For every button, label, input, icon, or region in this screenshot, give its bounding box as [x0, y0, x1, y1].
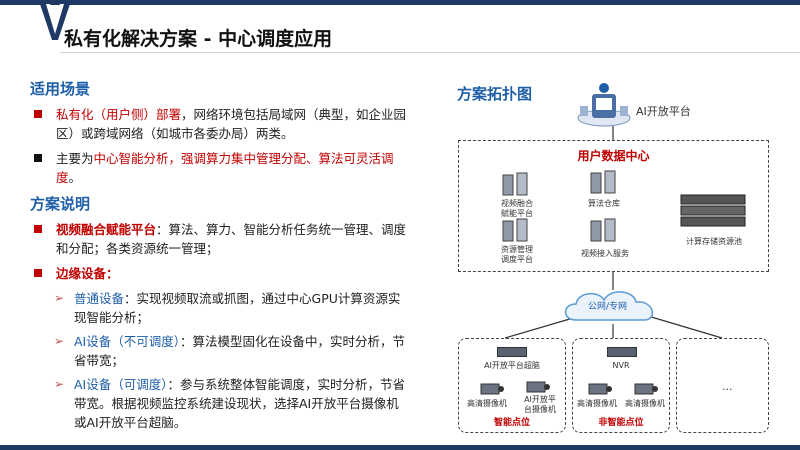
body-text: ：算法模型固化在设备中，实时分析，节省带宽；: [74, 334, 406, 368]
device-label: NVR: [612, 361, 630, 370]
data-center-title: 用户数据中心: [577, 149, 650, 163]
edge-box-other: [676, 338, 769, 433]
device-label: 高清摄像机: [625, 399, 665, 408]
server-label: 算法仓库: [588, 199, 620, 208]
arrow-bullet-icon: ➢: [54, 334, 65, 348]
device-label: 高清摄像机: [577, 399, 617, 408]
cloud-icon: [564, 291, 654, 321]
highlight-text: 视频融合赋能平台: [56, 222, 157, 237]
highlight-text: 中心智能分析，强调算力集中管理分配、算法可灵活调度: [56, 151, 394, 185]
bullet-square-icon: [34, 269, 42, 277]
body-text: 主要为: [56, 151, 94, 166]
arrow-bullet-icon: ➢: [54, 377, 65, 391]
edge-sub-item-3: ➢ AI设备（可调度）：参与系统整体智能调度，实时分析，节省带宽。根据视频监控系…: [30, 375, 410, 432]
bottom-bar: [0, 445, 800, 450]
camera-icon: [634, 383, 658, 395]
scenario-bullet-1: 私有化（用户侧）部署，网络环境包括局域网（典型，如企业园区）或跨域网络（如城市各…: [30, 105, 410, 143]
nvr-icon: [497, 347, 527, 357]
topology-heading: 方案拓扑图: [457, 85, 533, 103]
arrow-bullet-icon: ➢: [54, 291, 65, 305]
bullet-square-icon: [34, 154, 42, 162]
device-label: 高清摄像机: [467, 399, 507, 408]
camera-icon: [480, 383, 504, 395]
page-title: 私有化解决方案 - 中心调度应用: [64, 28, 333, 50]
body-text: ，网络环境包括局域网（典型，如企业园区）或跨域网络（如城市各委办局）两类。: [56, 107, 407, 141]
server-icon: [502, 172, 528, 196]
server-label: 视频融合 赋能平台: [501, 199, 533, 218]
edge-sub-item-1: ➢ 普通设备：实现视频取流或抓图，通过中心GPU计算资源实现智能分析；: [30, 289, 410, 327]
body-text: 。: [68, 170, 82, 185]
left-column: 适用场景 私有化（用户侧）部署，网络环境包括局域网（典型，如企业园区）或跨域网络…: [30, 78, 410, 437]
device-label: AI开放平台超脑: [484, 361, 540, 370]
description-bullet-1: 视频融合赋能平台：算法、算力、智能分析任务统一管理、调度和分配；各类资源统一管理…: [30, 220, 410, 258]
section-heading-scenario: 适用场景: [30, 80, 91, 98]
network-label: 公网/专网: [588, 302, 628, 312]
body-text: ：算法、算力、智能分析任务统一管理、调度和分配；各类资源统一管理；: [56, 222, 407, 256]
device-label: AI开放平 台摄像机: [524, 395, 556, 414]
edge-title: 智能点位: [493, 418, 530, 428]
ai-platform-icon: [577, 83, 631, 127]
bullet-square-icon: [34, 110, 42, 118]
nvr-icon: [607, 347, 637, 357]
server-label: 资源管理 调度平台: [501, 245, 533, 264]
edge-box-non-smart: NVR 高清摄像机 高清摄像机 非智能点位: [572, 338, 670, 433]
description-bullet-2: 边缘设备：: [30, 264, 410, 283]
scenario-bullet-2: 主要为中心智能分析，强调算力集中管理分配、算法可灵活调度。: [30, 149, 410, 187]
edge-title: 非智能点位: [598, 418, 644, 428]
body-text: ：实现视频取流或抓图，通过中心GPU计算资源实现智能分析；: [74, 291, 401, 325]
server-icon: [502, 218, 528, 242]
server-icon: [590, 170, 616, 194]
sub-label: AI设备（可调度）: [74, 377, 168, 392]
title-divider: [60, 52, 800, 53]
highlight-text: 边缘设备：: [56, 266, 119, 281]
camera-icon: [526, 381, 550, 393]
highlight-text: 私有化（用户侧）部署: [56, 107, 182, 122]
ai-platform-label: AI开放平台: [636, 105, 691, 118]
edge-box-smart: AI开放平台超脑 高清摄像机 AI开放平 台摄像机 智能点位: [458, 338, 566, 433]
server-icon: [590, 218, 616, 242]
data-center-box: 用户数据中心 视频融合 赋能平台 算法仓库 资源管理 调度平台 视频接入服务 计…: [458, 140, 769, 272]
storage-label: 计算存储资源池: [686, 237, 742, 246]
bullet-square-icon: [34, 225, 42, 233]
storage-rack-icon: [680, 194, 746, 227]
body-text: ：参与系统整体智能调度，实时分析，节省带宽。根据视频监控系统建设现状，选择AI开…: [74, 377, 406, 430]
more-ellipsis: ...: [722, 380, 733, 393]
top-bar: [0, 0, 800, 5]
sub-label: AI设备（不可调度）: [74, 334, 180, 349]
edge-sub-item-2: ➢ AI设备（不可调度）：算法模型固化在设备中，实时分析，节省带宽；: [30, 332, 410, 370]
sub-label: 普通设备: [74, 291, 125, 306]
server-label: 视频接入服务: [581, 249, 629, 258]
logo-icon: [40, 4, 70, 40]
section-heading-description: 方案说明: [30, 195, 91, 213]
camera-icon: [588, 383, 612, 395]
